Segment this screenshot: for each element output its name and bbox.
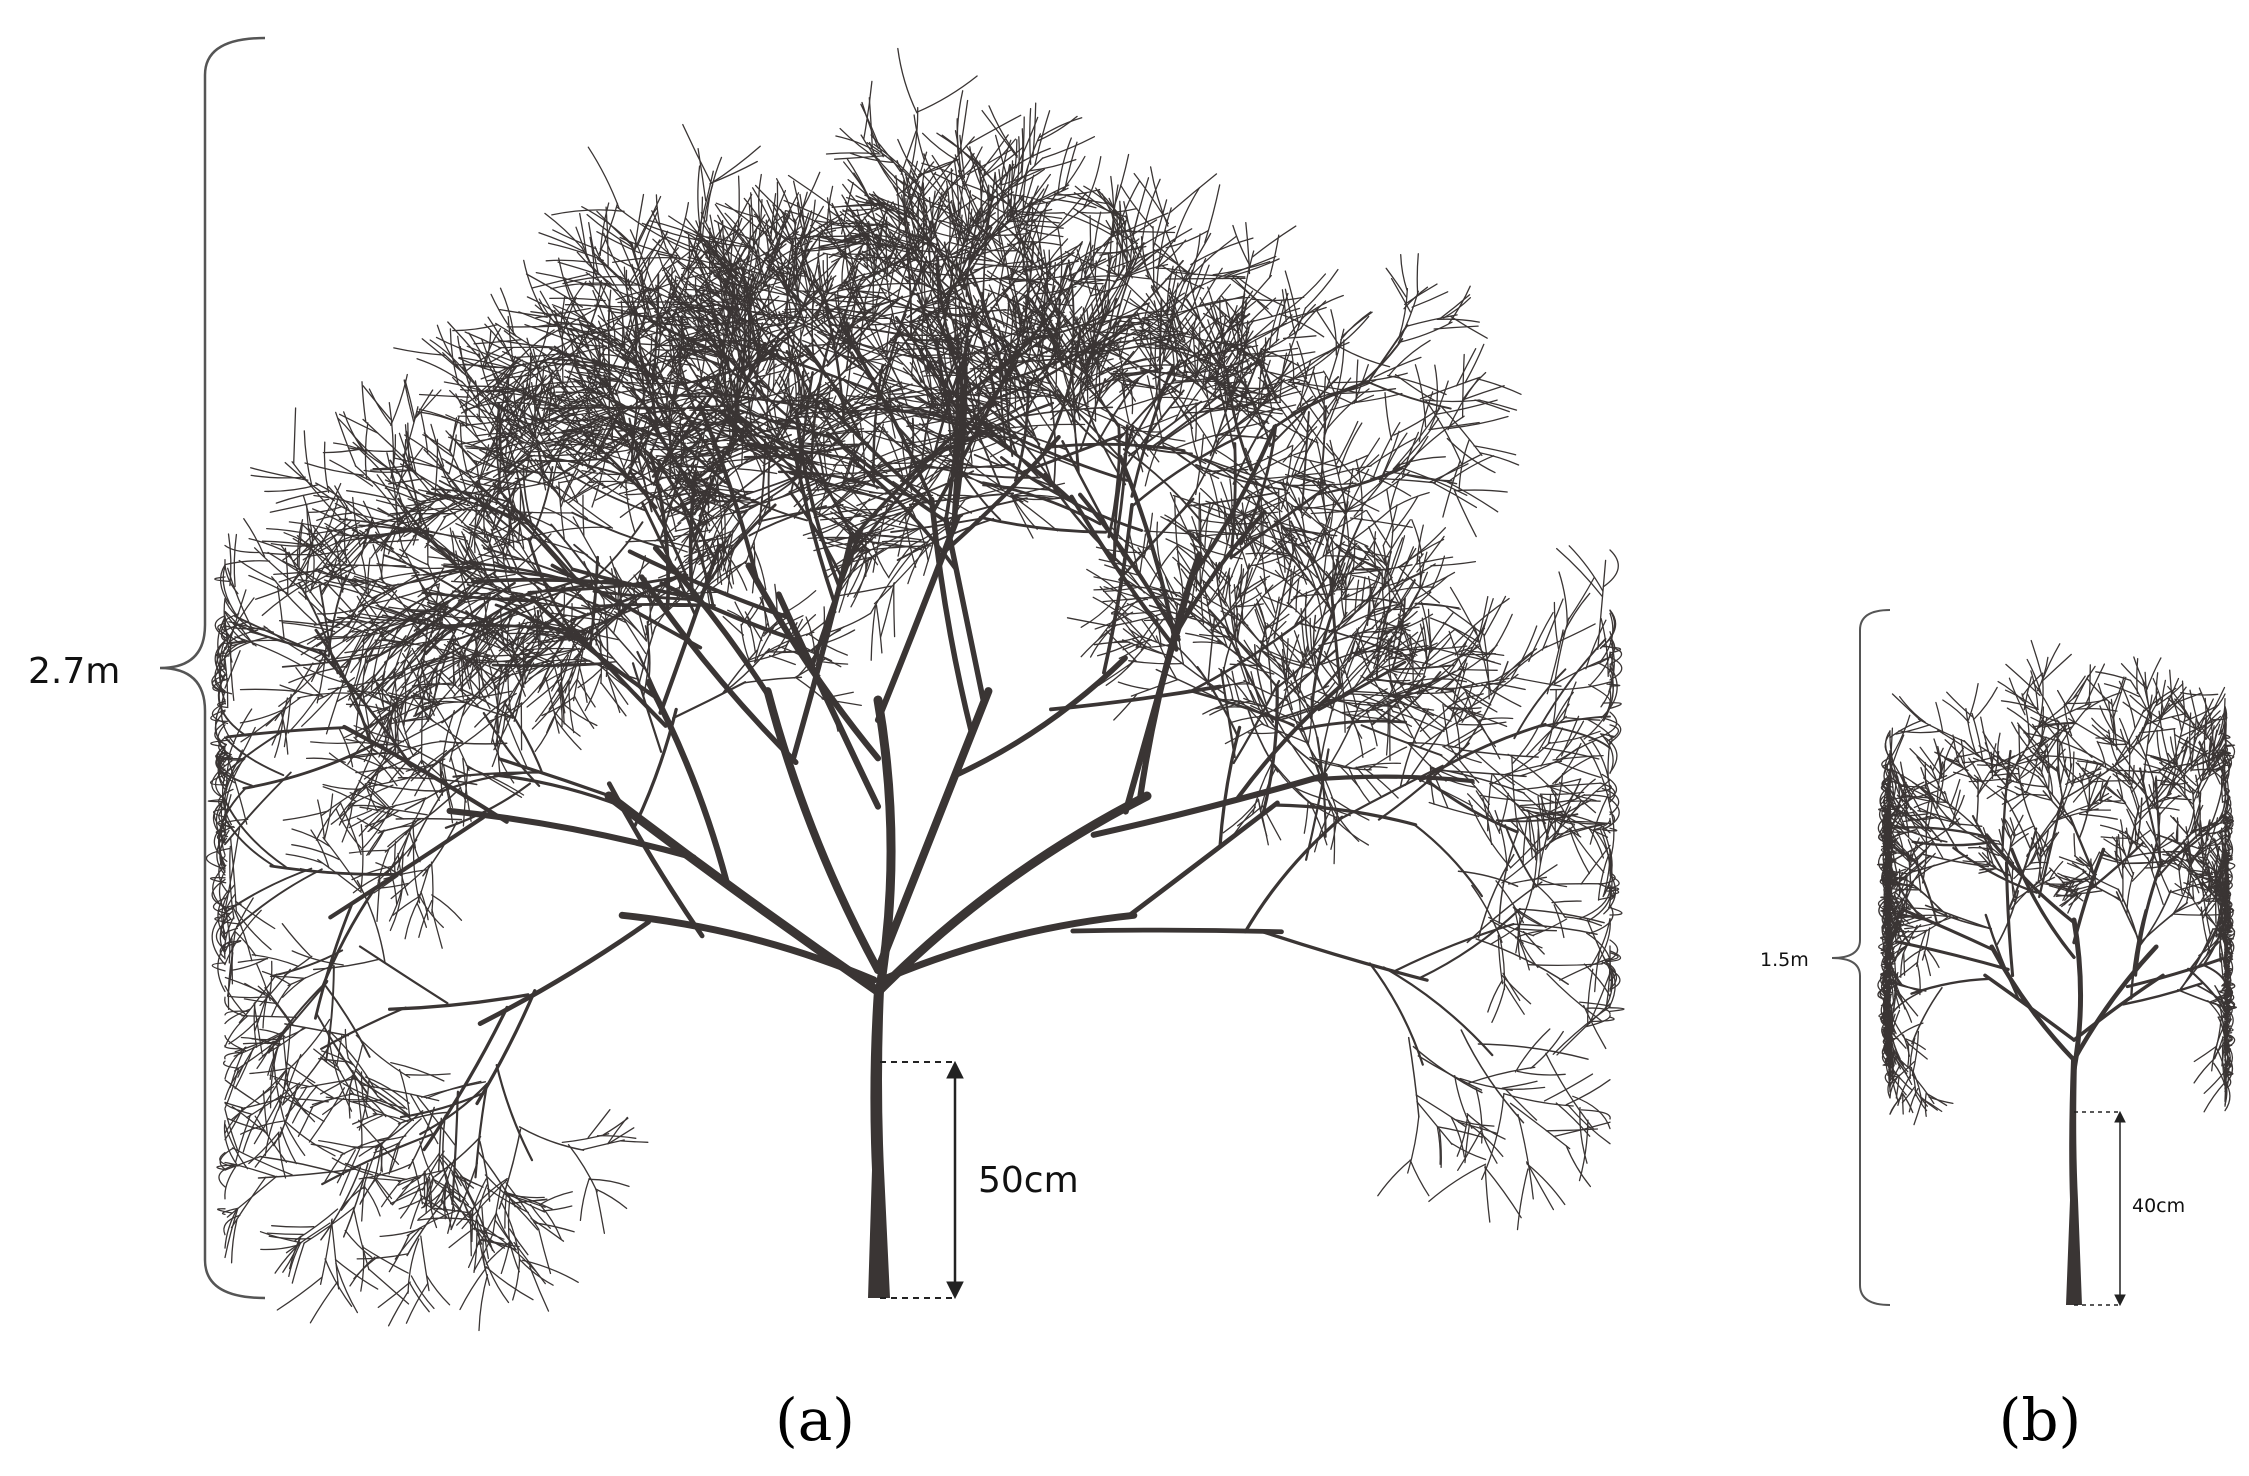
tree-height-label-a: 2.7m <box>28 651 120 692</box>
tree-b-illustration <box>1876 639 2237 1305</box>
tree-a-trunk <box>868 990 890 1298</box>
trunk-height-label-b: 40cm <box>2132 1195 2185 1217</box>
trunk-dimension-b <box>2074 1110 2126 1307</box>
caption-a: (a) <box>775 1386 855 1454</box>
trunk-height-label-a: 50cm <box>978 1160 1079 1201</box>
tree-b-trunk <box>2066 1060 2082 1305</box>
height-bracket-a <box>159 36 266 1300</box>
tree-b-branches <box>1876 639 2237 1126</box>
panel-a: 2.7m 50cm (a) <box>28 36 1625 1454</box>
height-bracket-b <box>1831 609 1891 1306</box>
tree-a-branches <box>205 47 1625 1332</box>
trunk-dimension-a <box>880 1060 964 1300</box>
tree-height-label-b: 1.5m <box>1760 949 1809 971</box>
tree-a-illustration <box>205 47 1625 1332</box>
panel-b: 1.5m 40cm (b) <box>1760 609 2237 1454</box>
caption-b: (b) <box>1999 1386 2081 1454</box>
